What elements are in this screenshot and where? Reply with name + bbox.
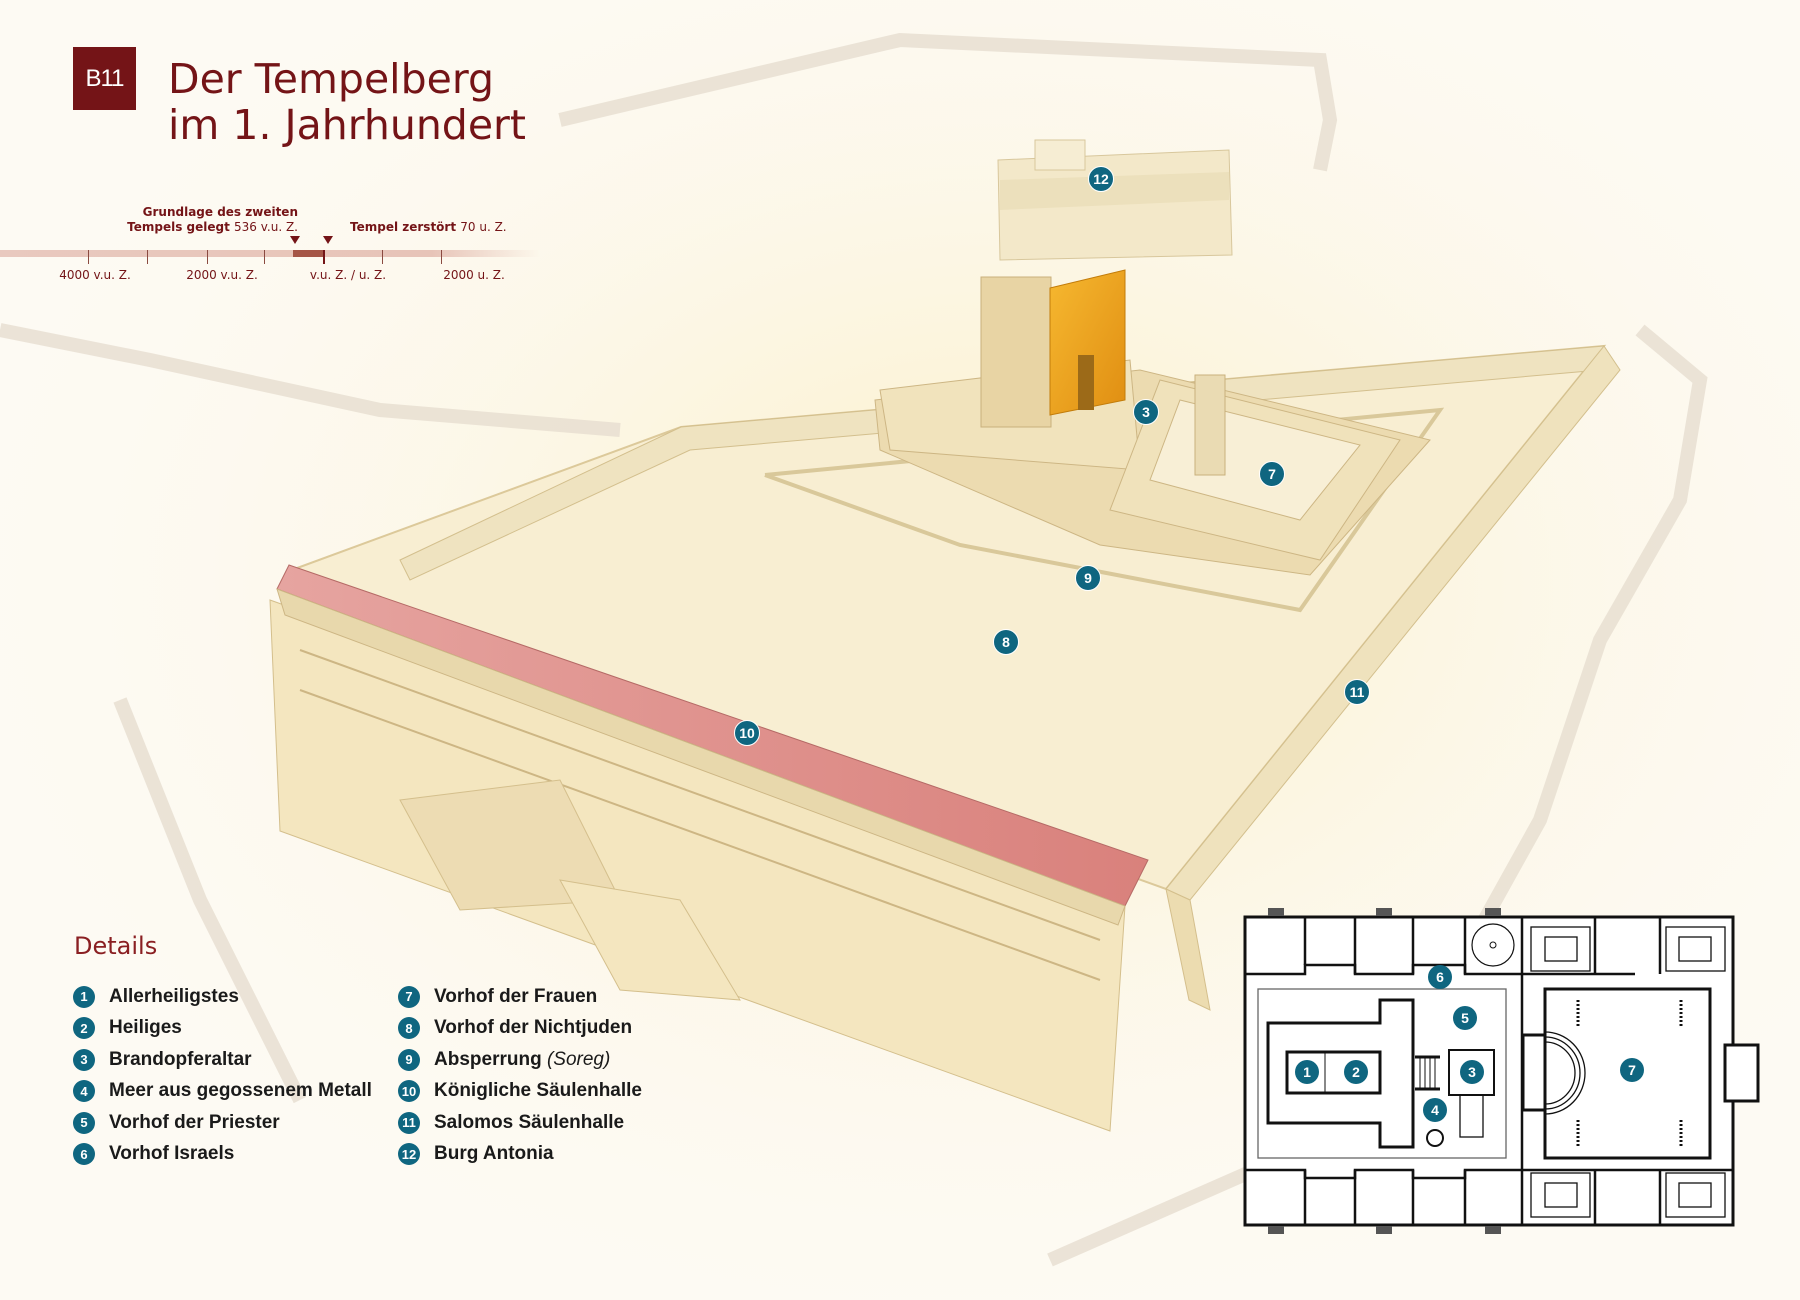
plan-marker-1[interactable]: 1: [1295, 1060, 1319, 1084]
title-line-1: Der Tempelberg: [168, 55, 494, 103]
timeline-bar: [0, 250, 540, 257]
temple-complex: [874, 269, 1431, 576]
plan-marker-3[interactable]: 3: [1460, 1060, 1484, 1084]
legend-item: 3 Brandopferaltar: [73, 1044, 372, 1076]
plan-marker-5[interactable]: 5: [1453, 1006, 1477, 1030]
event-label: Tempel zerstört: [350, 220, 457, 234]
legend-label: Königliche Säulenhalle: [434, 1080, 642, 1102]
tick-label: 2000 v.u. Z.: [186, 268, 258, 282]
event-label: Tempels gelegt: [127, 220, 230, 234]
marker-3[interactable]: 3: [1133, 399, 1159, 425]
svg-text:5: 5: [1461, 1010, 1469, 1026]
marker-11[interactable]: 11: [1344, 679, 1370, 705]
legend-item: 11 Salomos Säulenhalle: [398, 1107, 642, 1139]
svg-text:2: 2: [1352, 1064, 1360, 1080]
number-badge: 2: [73, 1017, 95, 1040]
number-badge: 10: [398, 1080, 420, 1103]
legend-label: Burg Antonia: [434, 1143, 554, 1165]
number-badge: 1: [73, 985, 95, 1008]
legend-item: 2 Heiliges: [73, 1013, 372, 1045]
legend-item: 6 Vorhof Israels: [73, 1139, 372, 1171]
plan-marker-7[interactable]: 7: [1620, 1058, 1644, 1082]
number-badge: 5: [73, 1111, 95, 1134]
plan-marker-4[interactable]: 4: [1423, 1098, 1447, 1122]
legend-label: Vorhof der Frauen: [434, 985, 598, 1007]
marker-7[interactable]: 7: [1259, 461, 1285, 487]
marker-10[interactable]: 10: [734, 720, 760, 746]
legend-item: 7 Vorhof der Frauen: [398, 981, 642, 1013]
marker-9[interactable]: 9: [1075, 565, 1101, 591]
marker-12[interactable]: 12: [1088, 166, 1114, 192]
event-date: 536 v.u. Z.: [234, 220, 298, 234]
legend-column-1: 1 Allerheiligstes 2 Heiliges 3 Brandopferal…: [73, 981, 372, 1170]
legend-item: 4 Meer aus gegossenem Metall: [73, 1076, 372, 1108]
legend-note: (Soreg): [546, 1048, 611, 1070]
tick-label: 4000 v.u. Z.: [59, 268, 131, 282]
number-badge: 3: [73, 1048, 95, 1071]
number-badge: 7: [398, 985, 420, 1008]
svg-text:4: 4: [1431, 1102, 1439, 1118]
legend-label: Absperrung: [434, 1048, 542, 1070]
svg-text:1: 1: [1303, 1064, 1311, 1080]
section-badge: B11: [73, 47, 136, 110]
timeline-event-destroyed: Tempel zerstört 70 u. Z.: [350, 220, 507, 235]
tick-label: 2000 u. Z.: [443, 268, 505, 282]
number-badge: 4: [73, 1080, 95, 1103]
antonia-fortress: [997, 139, 1233, 261]
details-heading: Details: [74, 932, 158, 960]
marker-8[interactable]: 8: [993, 629, 1019, 655]
marker-triangle-icon: [290, 236, 300, 244]
title-line-2: im 1. Jahrhundert: [168, 101, 526, 149]
number-badge: 6: [73, 1143, 95, 1166]
timeline-event-founded: Grundlage des zweiten Tempels gelegt 536…: [127, 205, 298, 235]
legend-item: 9 Absperrung (Soreg): [398, 1044, 642, 1076]
legend-item: 10 Königliche Säulenhalle: [398, 1076, 642, 1108]
legend-item: 8 Vorhof der Nichtjuden: [398, 1013, 642, 1045]
page-title: Der Tempelberg im 1. Jahrhundert: [168, 56, 526, 148]
number-badge: 8: [398, 1017, 420, 1040]
legend-label: Meer aus gegossenem Metall: [109, 1080, 372, 1102]
legend-label: Vorhof Israels: [109, 1143, 235, 1165]
legend-label: Vorhof der Priester: [109, 1111, 280, 1133]
tick-label: v.u. Z. / u. Z.: [309, 268, 387, 282]
legend-label: Vorhof der Nichtjuden: [434, 1017, 633, 1039]
event-date: 70 u. Z.: [460, 220, 507, 234]
number-badge: 11: [398, 1111, 420, 1134]
svg-text:7: 7: [1628, 1062, 1636, 1078]
legend-item: 5 Vorhof der Priester: [73, 1107, 372, 1139]
number-badge: 12: [398, 1143, 420, 1166]
east-facade: [1165, 888, 1211, 1011]
legend-item: 1 Allerheiligstes: [73, 981, 372, 1013]
plan-marker-6[interactable]: 6: [1428, 965, 1452, 989]
marker-triangle-icon: [323, 236, 333, 244]
temple-floor-plan: 1 2 3 4 5 6 7: [1243, 908, 1760, 1234]
legend-label: Heiliges: [109, 1017, 182, 1039]
legend-label: Allerheiligstes: [109, 985, 239, 1007]
number-badge: 9: [398, 1048, 420, 1071]
svg-text:6: 6: [1436, 969, 1444, 985]
legend-label: Brandopferaltar: [109, 1048, 252, 1070]
plan-marker-2[interactable]: 2: [1344, 1060, 1368, 1084]
svg-text:3: 3: [1468, 1064, 1476, 1080]
timeline-highlight: [293, 250, 323, 257]
legend-item: 12 Burg Antonia: [398, 1139, 642, 1171]
legend-label: Salomos Säulenhalle: [434, 1111, 625, 1133]
legend-column-2: 7 Vorhof der Frauen 8 Vorhof der Nichtjude…: [398, 981, 642, 1170]
event-label: Grundlage des zweiten: [142, 205, 298, 219]
